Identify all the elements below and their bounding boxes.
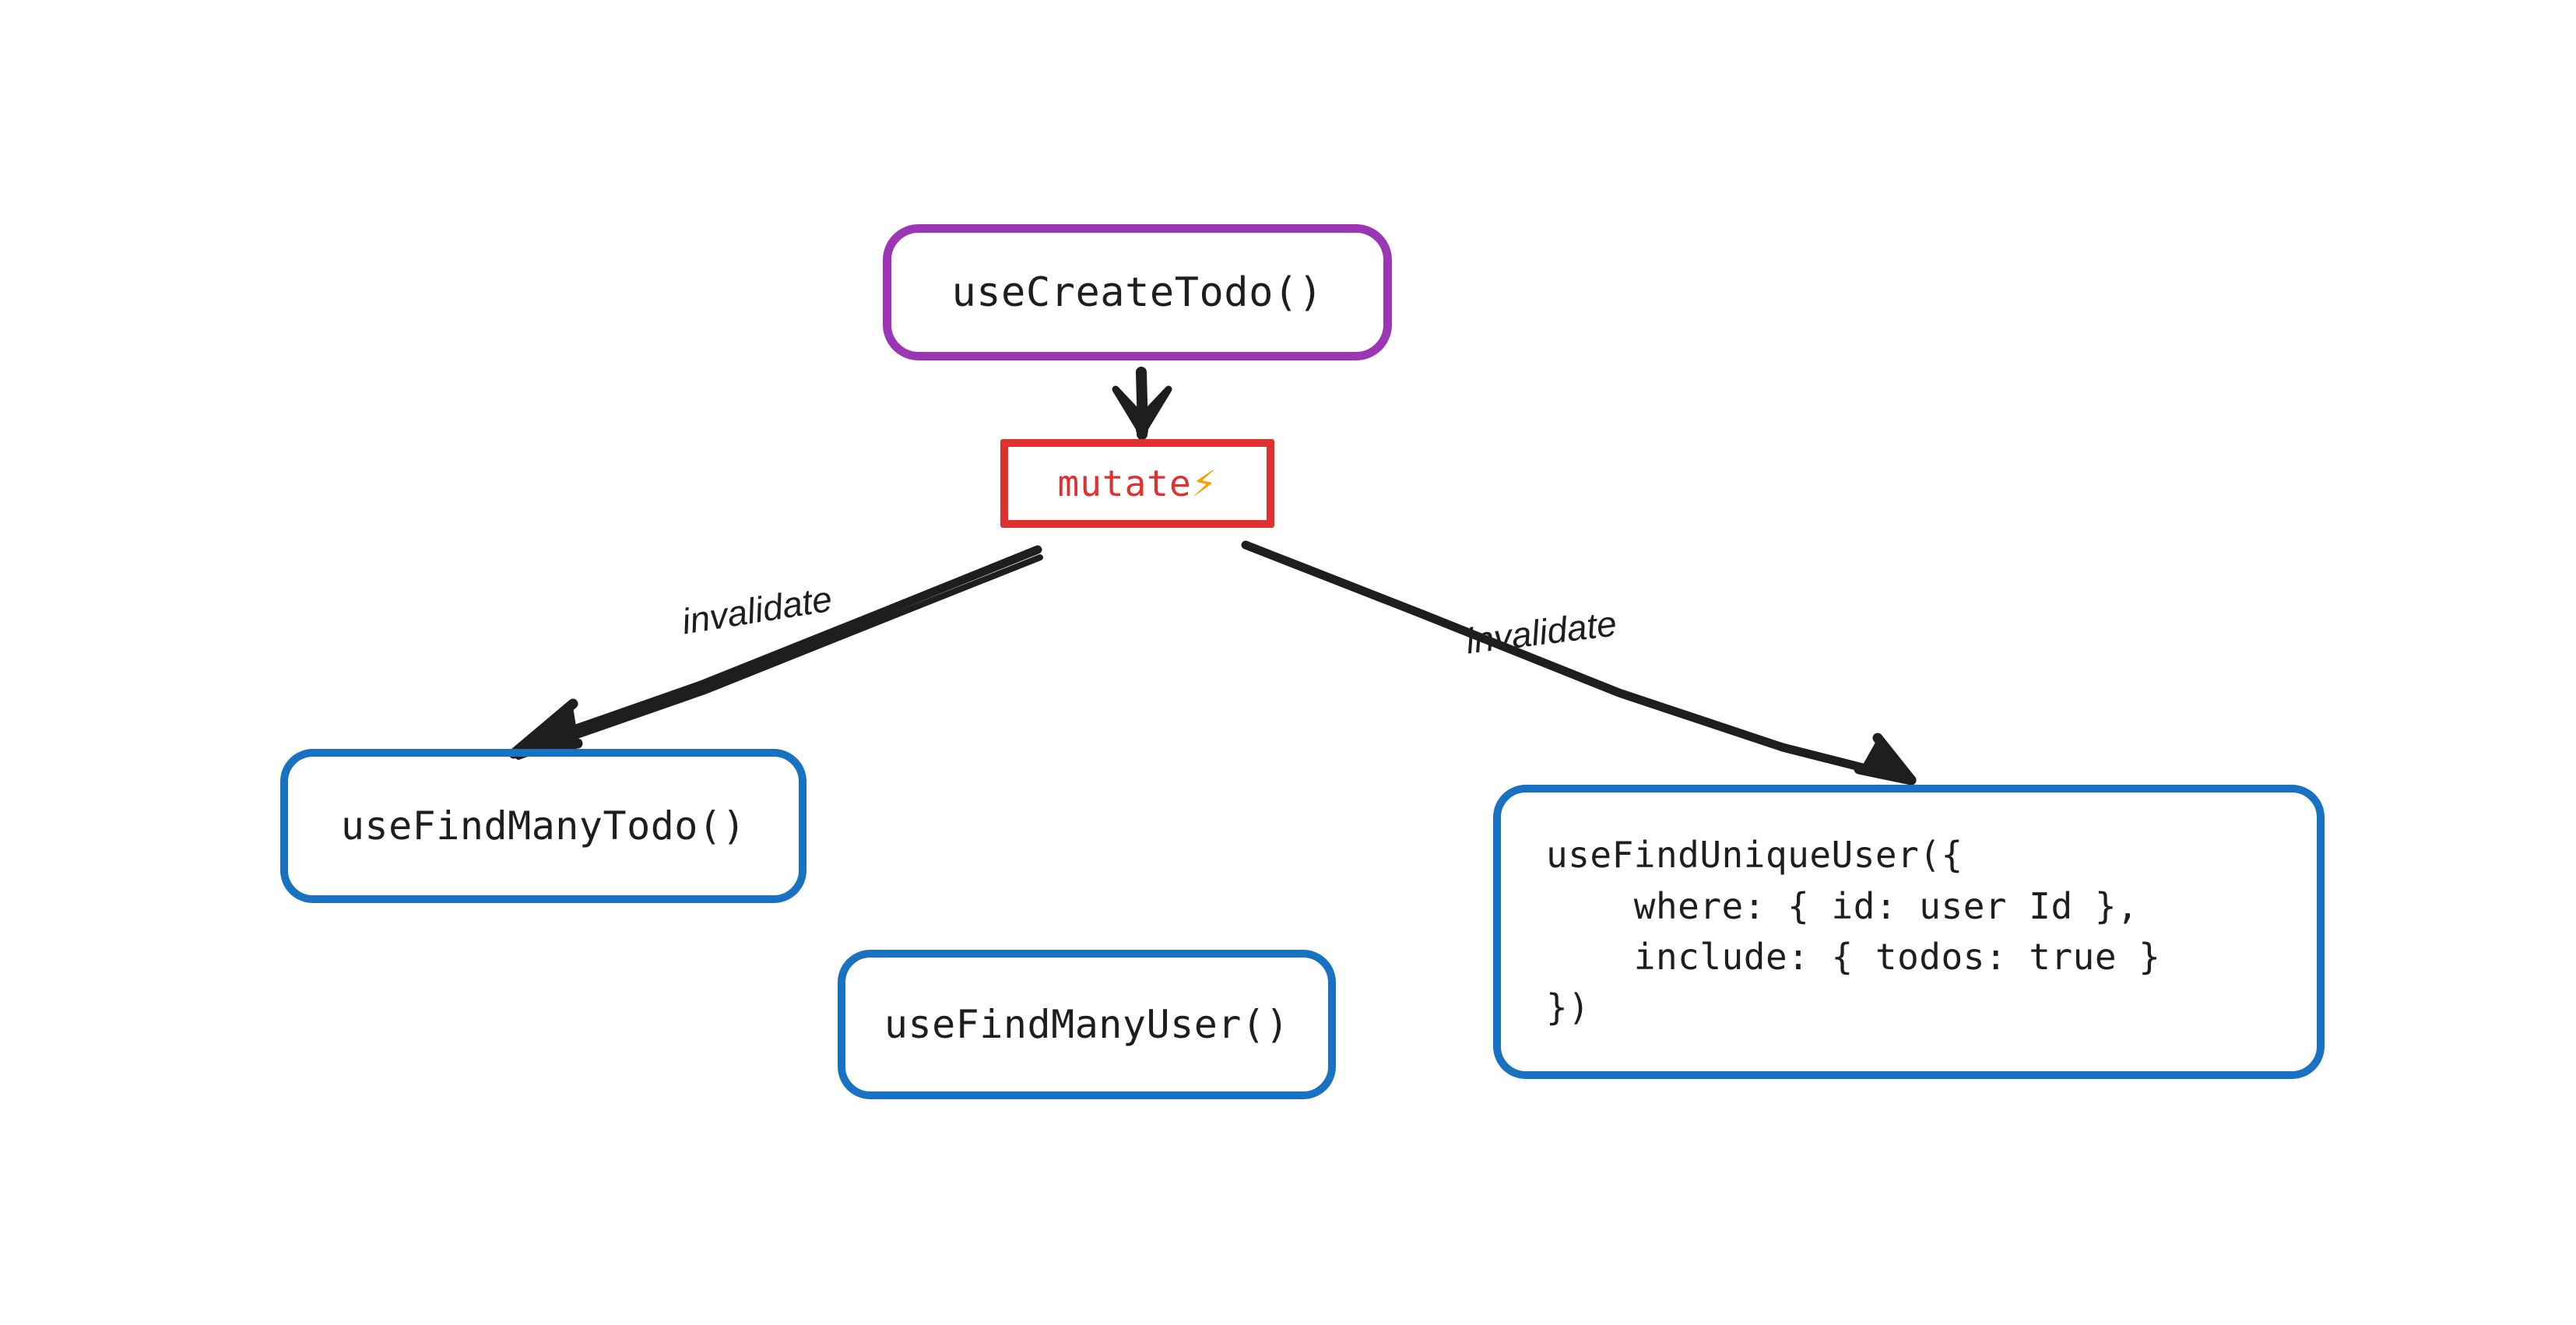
node-label-use-find-unique-user: useFindUniqueUser({ where: { id: user Id…	[1546, 834, 2161, 1029]
edge-mutate-to-find-many-todo	[508, 545, 1043, 760]
node-use-find-unique-user[interactable]: useFindUniqueUser({ where: { id: user Id…	[1493, 785, 2325, 1079]
node-label-use-create-todo: useCreateTodo()	[951, 269, 1323, 316]
edge-create-todo-to-mutate	[1112, 367, 1172, 440]
node-use-find-many-todo[interactable]: useFindManyTodo()	[280, 749, 807, 903]
node-label-mutate: mutate	[1057, 462, 1192, 504]
node-use-find-many-user[interactable]: useFindManyUser()	[838, 950, 1336, 1099]
node-label-use-find-many-todo: useFindManyTodo()	[340, 803, 747, 849]
edge-mutate-to-find-unique-user	[1241, 540, 1917, 786]
node-mutate[interactable]: mutate⚡	[1000, 439, 1274, 528]
node-use-create-todo[interactable]: useCreateTodo()	[883, 224, 1392, 360]
node-label-use-find-many-user: useFindManyUser()	[884, 1002, 1290, 1047]
lightning-bolt-icon: ⚡	[1191, 462, 1218, 504]
